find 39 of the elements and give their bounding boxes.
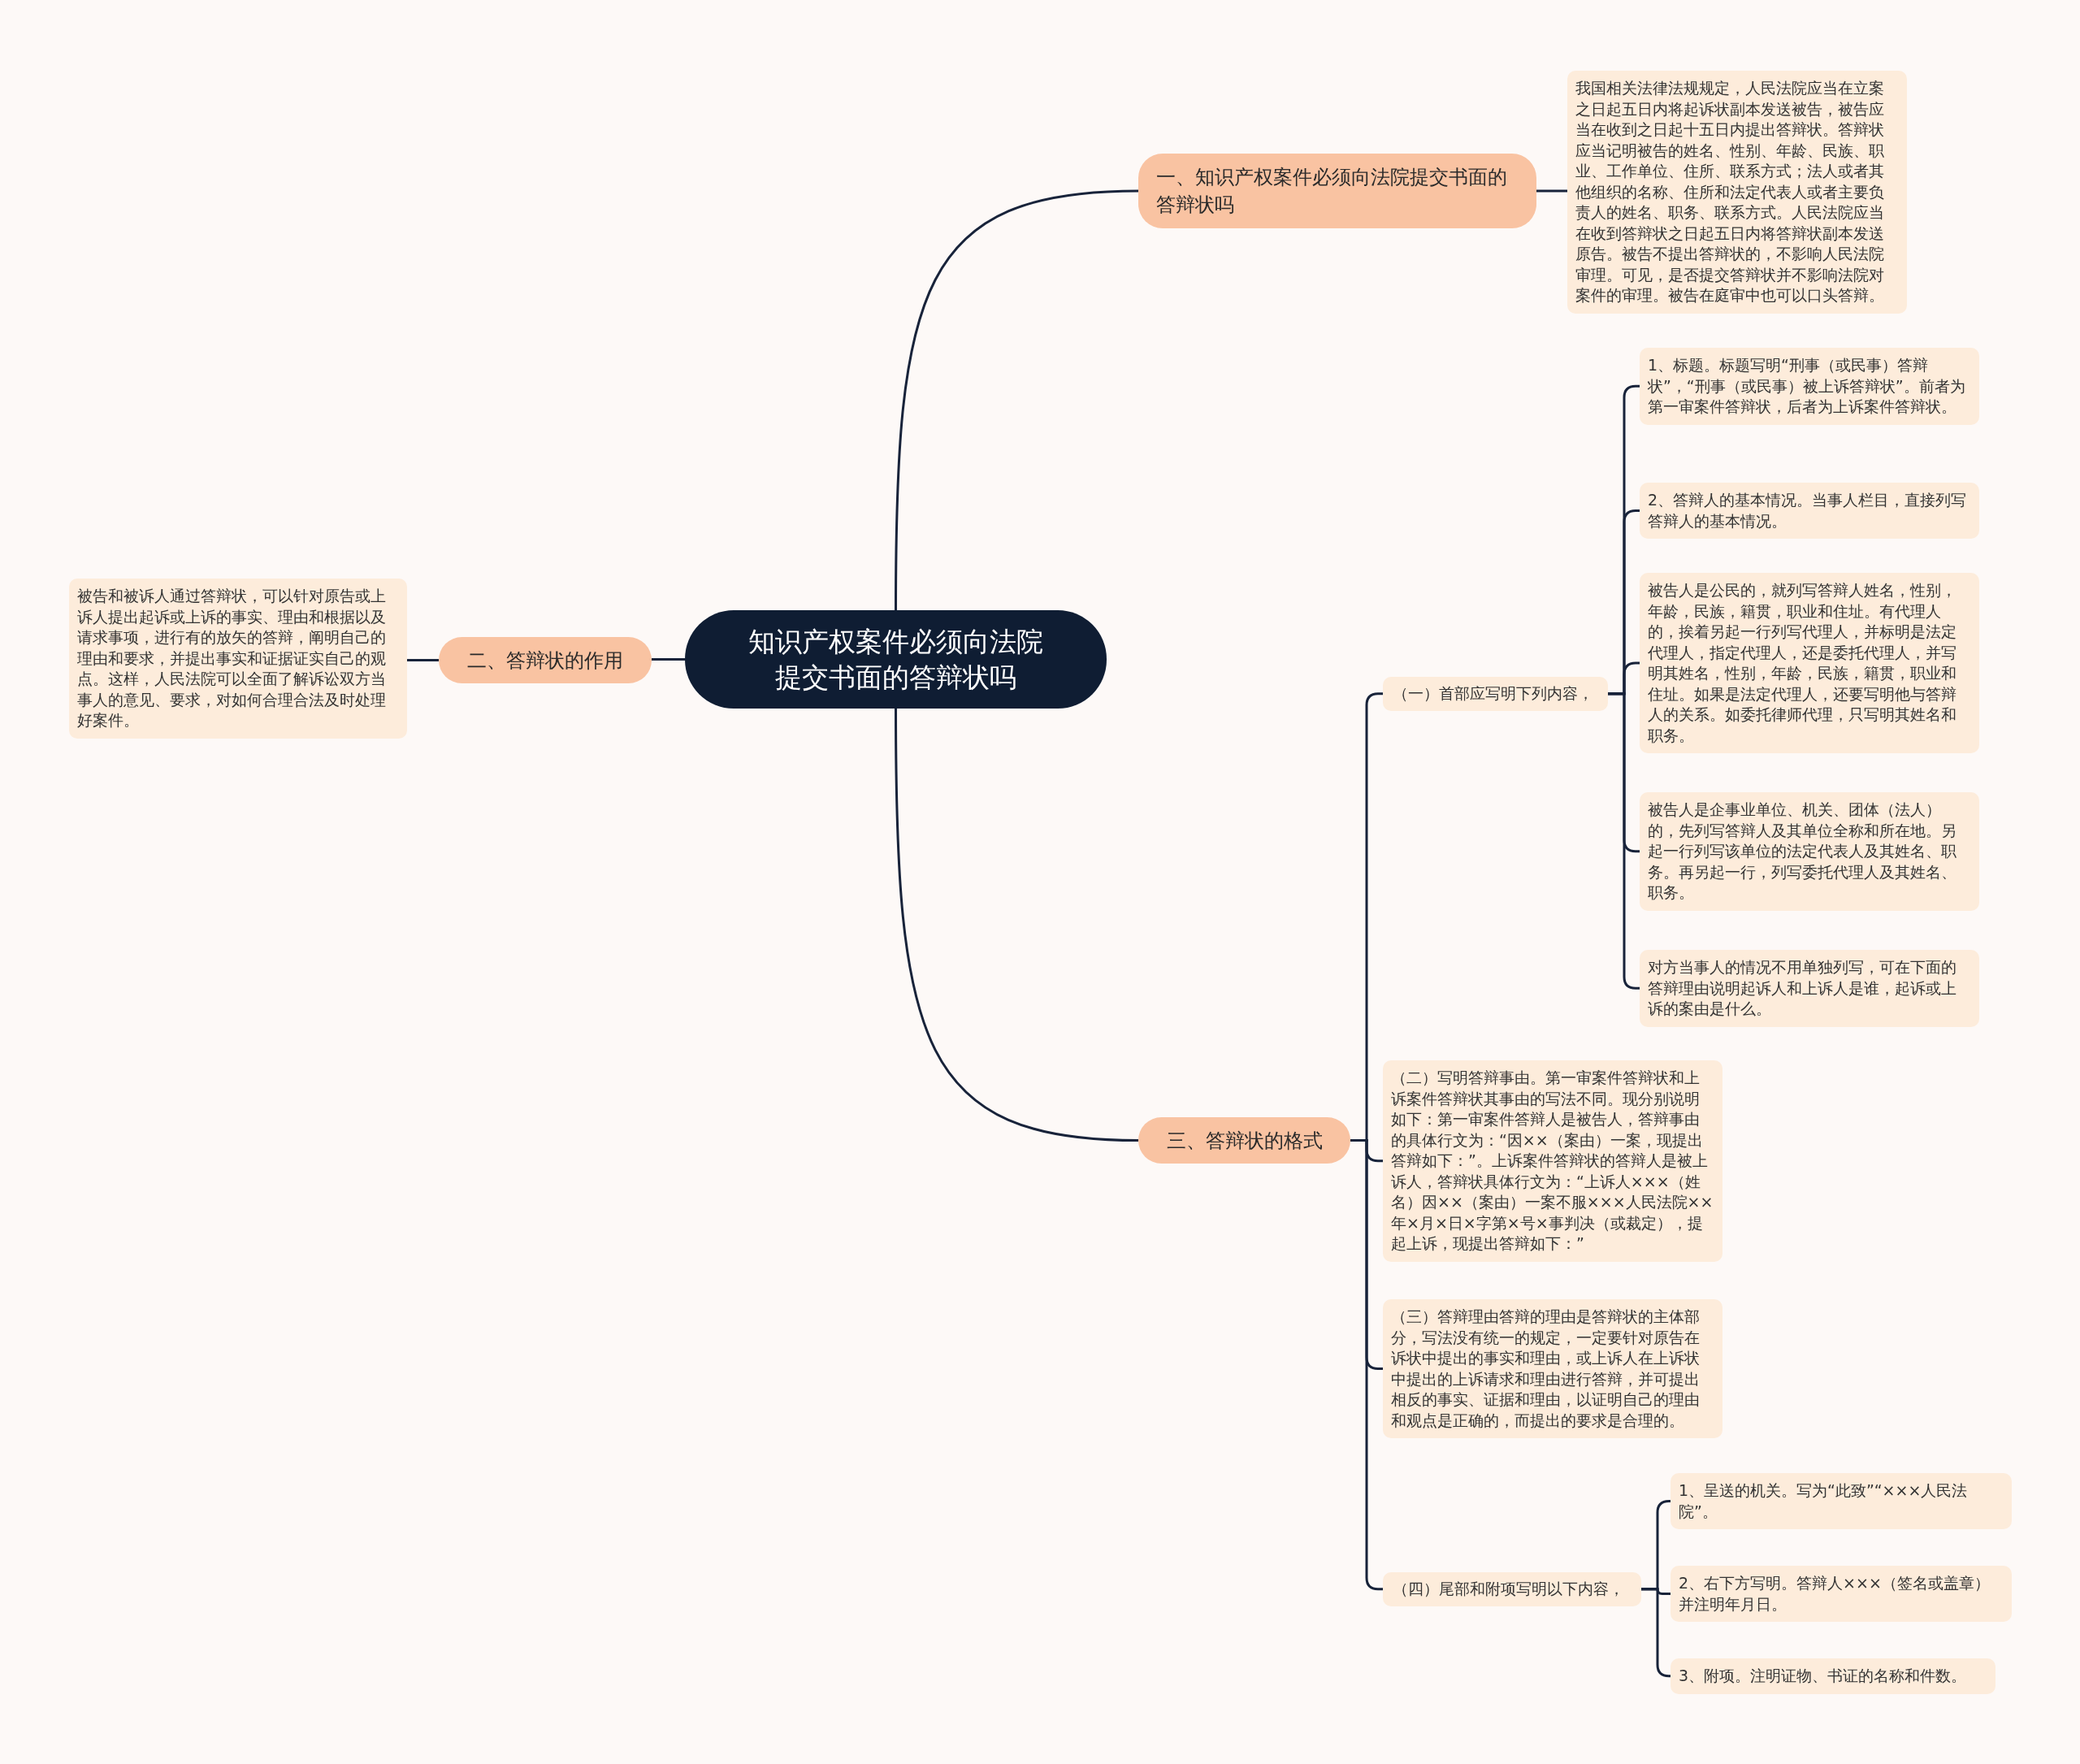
connector-line <box>407 659 439 661</box>
subtopic-card <box>1383 1572 1641 1606</box>
note-card <box>69 579 407 739</box>
branch-topic <box>1138 1117 1350 1164</box>
note-text: 2、右下方写明。答辩人×××（签名或盖章）并注明年月日。 <box>1679 1574 1990 1613</box>
branch-topic <box>1138 154 1536 228</box>
note-text: 被告人是企事业单位、机关、团体（法人）的，先列写答辩人及其单位全称和所在地。另起一行列写该单位的法定代表人及其姓名、职务。再另起一行，列写委托代理人及其姓名、职务。 <box>1648 800 1956 901</box>
note-text: 被告和被诉人通过答辩状，可以针对原告或上诉人提出起诉或上诉的事实、理由和根据以及请求事项，进行有的放矢的答辩，阐明自己的理由和要求，并提出事实和证据证实自己的观点。这样，人民法院可以全面了解诉讼双方当事人的意见、要求，对如何合理合法及时处理好案件。 <box>77 587 386 729</box>
connector-line <box>895 709 1139 1142</box>
branch-topic-text: 一、知识产权案件必须向法院提交书面的答辩状吗 <box>1156 165 1508 218</box>
note-text: 3、附项。注明证物、书证的名称和件数。 <box>1679 1666 1967 1684</box>
note-text: 1、呈送的机关。写为“此致”“×××人民法院”。 <box>1679 1481 1968 1520</box>
note-text: 我国相关法律法规规定，人民法院应当在立案之日起五日内将起诉状副本发送被告，被告应当在收到之日起十五日内提出答辩状。答辩状应当记明被告的姓名、性别、年龄、民族、职业、工作单位、住所、联系方式；法人或者其他组织的名称、住所和法定代表人或者主要负责人的姓名、职务、联系方式。人民法院应当在收到答辩状之日起五日内将答辩状副本发送原告。被告不提出答辩状的，不影响人民法院审理。可见，是否提交答辩状并不影响法院对案件的审理。被告在庭审中也可以口头答辩。 <box>1575 79 1884 304</box>
note-text: （三）答辩理由答辩的理由是答辩状的主体部分，写法没有统一的规定，一定要针对原告在诉状中提出的事实和理由，或上诉人在上诉状中提出的上诉请求和理由进行答辩，并可提出相反的事实、证据和理由，以证明自己的理由和观点是正确的，而提出的要求是合理的。 <box>1391 1307 1700 1429</box>
note-card <box>1670 1658 1996 1694</box>
branch-topic-text: 三、答辩状的格式 <box>1166 1128 1323 1154</box>
note-card <box>1640 483 1979 539</box>
branch-topic <box>439 637 652 683</box>
note-card <box>1670 1566 2012 1622</box>
note-card <box>1383 1299 1722 1438</box>
branch-topic-text: 二、答辩状的作用 <box>467 648 623 674</box>
central-topic-text: 知识产权案件必须向法院提交书面的答辩状吗 <box>748 624 1044 695</box>
note-text: 1、标题。标题写明“刑事（或民事）答辩状”，“刑事（或民事）被上诉答辩状”。前者为第一审案件答辩状，后者为上诉案件答辩状。 <box>1648 356 1965 415</box>
note-text: （二）写明答辩事由。第一审案件答辩状和上诉案件答辩状其事由的写法不同。现分别说明如下：第一审案件答辩人是被告人，答辩事由的具体行文为：“因××（案由）一案，现提出答辩如下：”。上诉案件答辩状的答辩人是被上诉人，答辩状具体行文为：“上诉人×××（姓名）因××（案由）一案不服×××人民法院××年×月×日×字第×号×事判决（或裁定），提起上诉，现提出答辩如下：” <box>1391 1068 1714 1252</box>
note-text: 2、答辩人的基本情况。当事人栏目，直接列写答辩人的基本情况。 <box>1648 491 1967 530</box>
subtopic-card <box>1383 677 1608 711</box>
note-card <box>1670 1473 2012 1529</box>
connector-line <box>1536 189 1567 193</box>
subtopic-text: （一）首部应写明下列内容， <box>1393 684 1593 702</box>
note-card <box>1640 573 1979 753</box>
note-card <box>1567 71 1907 314</box>
note-card <box>1640 792 1979 911</box>
subtopic-text: （四）尾部和附项写明以下内容， <box>1393 1580 1624 1597</box>
note-text: 对方当事人的情况不用单独列写，可在下面的答辩理由说明起诉人和上诉人是谁，起诉或上诉的案由是什么。 <box>1648 958 1956 1017</box>
connector-line <box>895 189 1139 610</box>
connector-line <box>652 658 685 661</box>
note-text: 被告人是公民的，就列写答辩人姓名，性别，年龄，民族，籍贯，职业和住址。有代理人的，挨着另起一行列写代理人，并标明是法定代理人，指定代理人，还是委托代理人，并写明其姓名，性别，年龄，民族，籍贯，职业和住址。如果是法定代理人，还要写明他与答辩人的关系。如委托律师代理，只写明其姓名和职务。 <box>1648 581 1956 744</box>
note-card <box>1640 348 1979 425</box>
note-card <box>1640 950 1979 1027</box>
